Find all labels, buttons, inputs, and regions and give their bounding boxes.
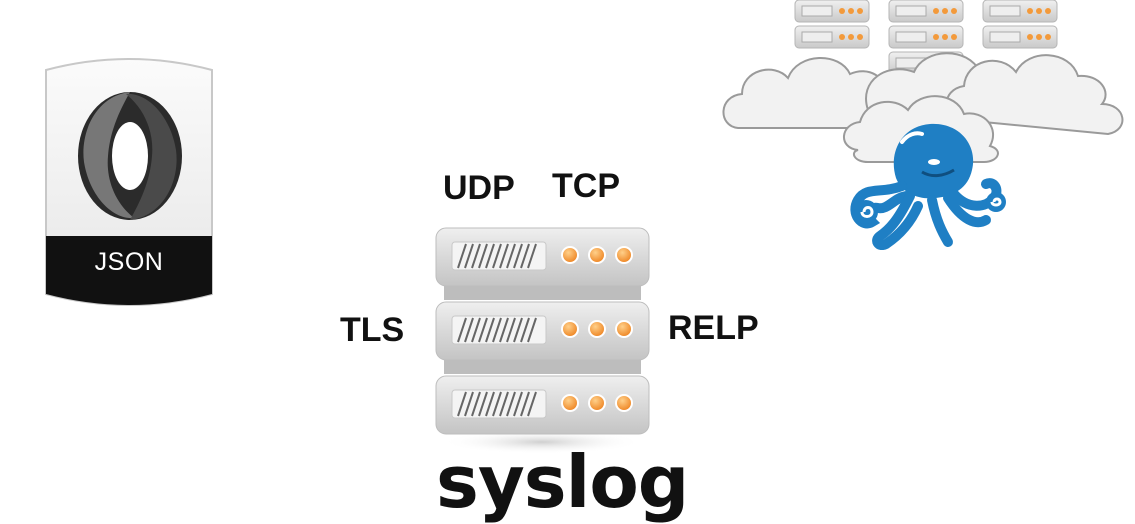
protocol-relp: RELP <box>668 309 759 347</box>
protocol-udp: UDP <box>443 169 515 207</box>
syslog-caption: syslog <box>436 440 689 524</box>
server-stack <box>430 224 655 456</box>
protocol-tls: TLS <box>340 311 405 349</box>
cloud-cluster <box>718 0 1135 250</box>
json-badge: JSON <box>44 52 214 314</box>
octopus-icon <box>850 123 1006 250</box>
protocol-tcp: TCP <box>552 167 620 205</box>
json-label: JSON <box>94 248 164 276</box>
json-logo-icon <box>45 58 213 306</box>
server-stack-icon <box>435 227 650 454</box>
